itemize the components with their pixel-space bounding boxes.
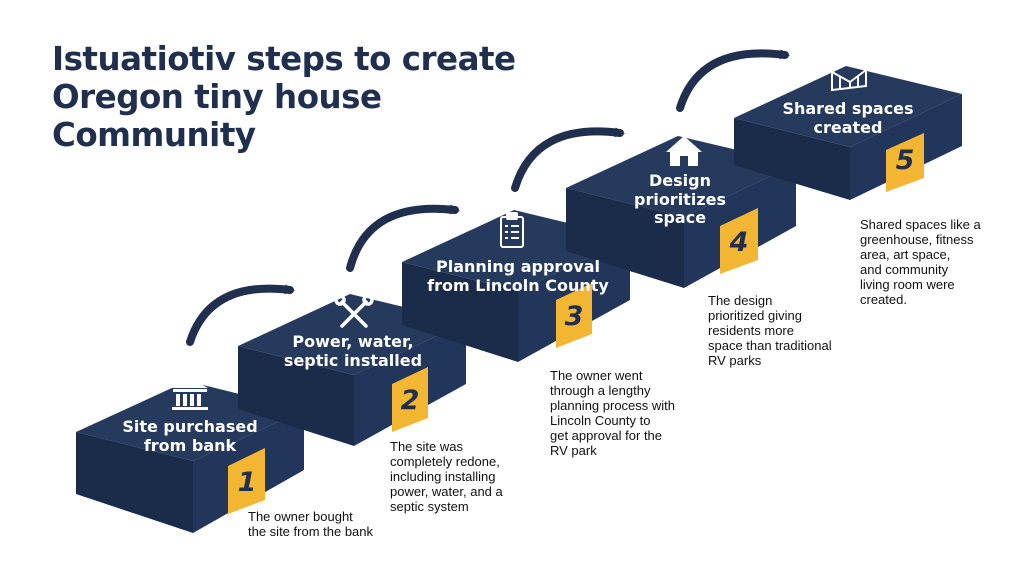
arrow-2-to-3 [346, 204, 460, 272]
bank-icon [172, 378, 208, 410]
step-2-description: The site was completely redone, includin… [390, 439, 503, 514]
step-3-label: Planning approval from Lincoln County [427, 257, 609, 295]
clipboard-icon [500, 212, 524, 248]
step-1-label: Site purchased from bank [122, 417, 258, 455]
step-4-number: 4 [729, 227, 749, 258]
step-number-tab-2 [392, 367, 428, 432]
greenhouse-icon [831, 58, 867, 92]
step-3-description: The owner went through a lengthy plannin… [550, 368, 676, 458]
arrow-1-to-2 [186, 284, 295, 346]
arrow-4-to-5 [676, 49, 790, 112]
step-2-label: Power, water, septic installed [283, 332, 423, 370]
step-5-number: 5 [895, 145, 915, 176]
step-1-number: 1 [237, 467, 257, 498]
tools-icon [334, 294, 374, 328]
page-title: Istuatiotiv steps to create Oregon tiny … [52, 40, 516, 154]
step-4-label: Design prioritizes space [633, 171, 726, 227]
step-2-number: 2 [400, 385, 420, 416]
step-1-description: The owner bought the site from the bank [248, 509, 374, 539]
arrow-3-to-4 [511, 127, 625, 192]
step-3-number: 3 [564, 301, 584, 332]
step-number-tab-4 [720, 208, 758, 274]
step-number-tab-1 [228, 448, 265, 514]
step-5-label: Shared spaces created [782, 99, 914, 137]
step-number-tab-5 [886, 133, 924, 192]
step-number-tab-3 [556, 283, 592, 348]
step-4-description: The design prioritized giving residents … [708, 293, 832, 368]
step-block-5 [734, 66, 962, 200]
house-icon [666, 136, 702, 166]
step-5-description: Shared spaces like a greenhouse, fitness… [860, 217, 981, 307]
